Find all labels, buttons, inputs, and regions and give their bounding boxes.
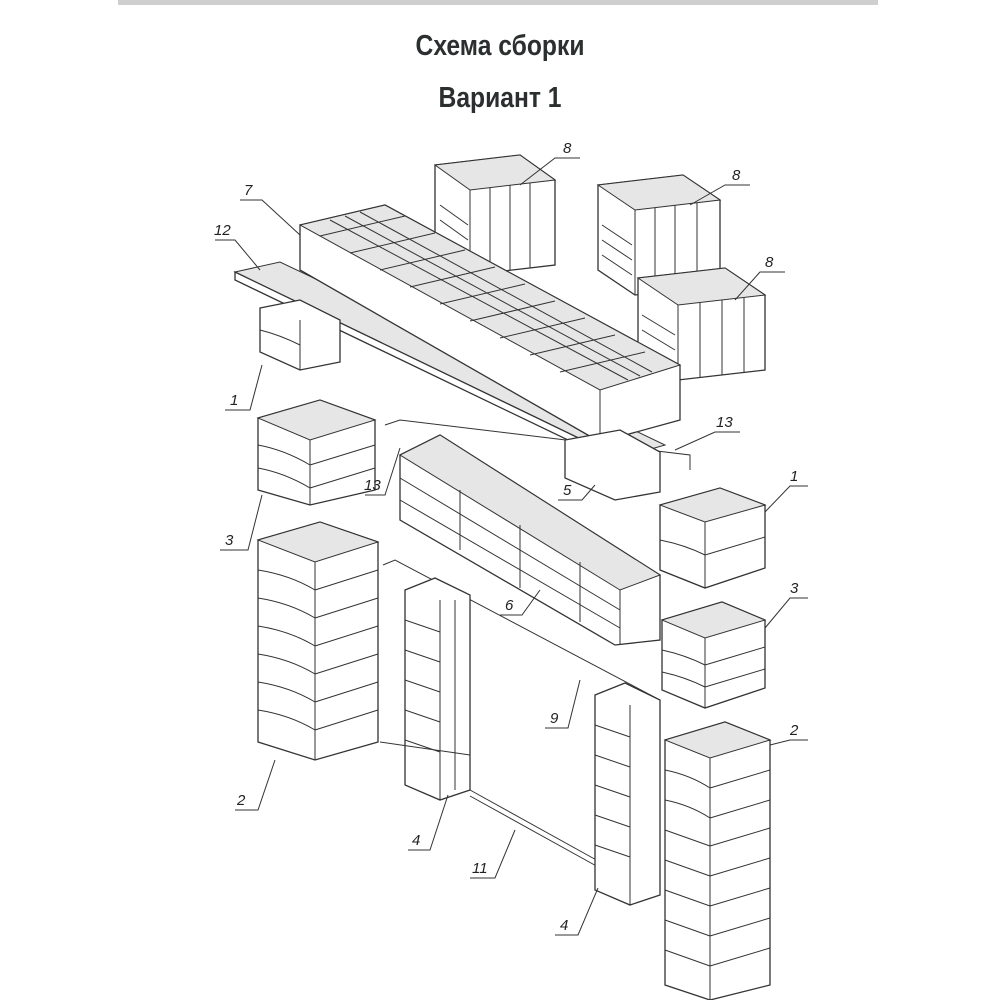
part-5-6-wall [398,434,662,646]
label-part-5: 5 [563,482,572,499]
part-4-column-right [594,682,661,906]
label-part-3: 3 [790,580,799,597]
part-7-lintel-block [298,204,682,443]
label-part-8: 8 [732,167,741,184]
part-1-block-right [658,487,767,589]
part-8-block-b [596,174,722,296]
part-2-column-left [256,521,380,761]
part-5-block [564,429,661,501]
part-13-rod-left [384,419,691,470]
label-part-8: 8 [765,254,774,271]
leader-lines [215,157,808,936]
label-part-11: 11 [472,860,488,877]
part-8-block-c [636,267,767,381]
label-part-3: 3 [225,532,234,549]
label-part-6: 6 [505,597,514,614]
label-part-13: 13 [364,477,381,494]
part-8-block-a [433,154,557,276]
part-3-block-right [660,601,767,709]
label-part-13: 13 [716,414,733,431]
diagram-title: Схема сборки [415,30,585,62]
top-border [118,0,878,5]
part-11-rod [379,741,601,869]
part-2-column-right [663,721,772,1000]
label-part-7: 7 [244,182,253,199]
label-part-12: 12 [214,222,231,239]
label-part-2: 2 [789,722,799,739]
label-part-2: 2 [236,792,246,809]
part-1-block-left [259,299,341,371]
label-part-4: 4 [560,917,568,934]
label-part-4: 4 [412,832,420,849]
label-part-1: 1 [790,468,798,485]
part-3-block-left [256,399,377,506]
label-part-1: 1 [230,392,238,409]
label-part-8: 8 [563,140,572,157]
part-4-column-left [404,577,471,801]
diagram-subtitle: Вариант 1 [438,82,562,114]
label-part-9: 9 [550,710,559,727]
